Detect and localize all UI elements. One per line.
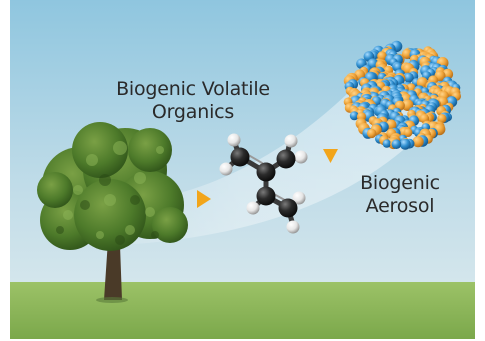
isoprene-molecule-icon [219, 133, 308, 234]
aerosol-label-line1: Biogenic [360, 172, 440, 194]
aerosol-label-line2: Aerosol [365, 195, 435, 217]
aerosol-label: Biogenic Aerosol [340, 172, 460, 218]
aerosol-particle-icon [343, 40, 461, 150]
voc-label: Biogenic Volatile Organics [98, 78, 288, 124]
tree-icon [37, 122, 188, 303]
arrow-right-icon [197, 190, 211, 208]
ground [10, 282, 475, 339]
voc-label-line2: Organics [151, 101, 235, 123]
arrow-down-icon [323, 149, 338, 163]
voc-label-line1: Biogenic Volatile [116, 78, 270, 100]
